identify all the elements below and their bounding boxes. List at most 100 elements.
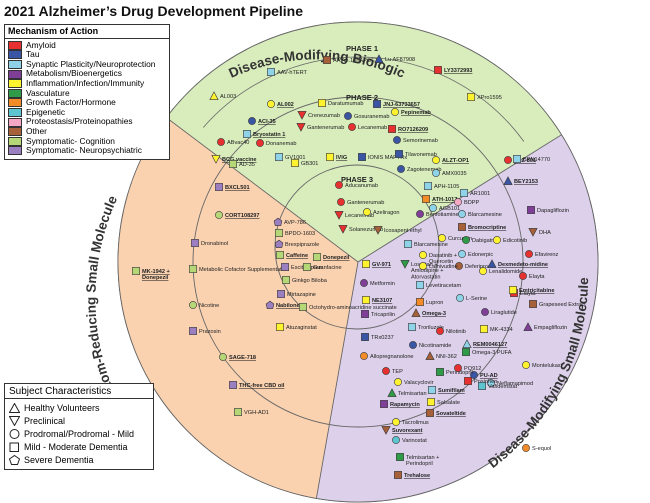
- moa-legend-row: Proteostasis/Proteinopathies: [8, 117, 166, 127]
- drug-label: Perindopril: [406, 461, 433, 467]
- drug-label: SAGE-718: [229, 355, 256, 361]
- triangle-marker-icon: [411, 308, 421, 317]
- drug-label: NNI-362: [436, 354, 457, 360]
- circle-marker-icon: [419, 251, 427, 259]
- circle-marker-icon: [392, 418, 400, 426]
- drug-label: Aducanumab: [345, 183, 378, 189]
- moa-legend-row: Inflammation/Infection/Immunity: [8, 78, 166, 89]
- drug-entry: GV-971: [362, 260, 391, 268]
- circle-marker-icon: [519, 272, 527, 280]
- page-title: 2021 Alzheimer’s Drug Development Pipeli…: [4, 3, 304, 19]
- square-marker-icon: [462, 348, 470, 356]
- drug-label: Levetiracetam: [426, 283, 461, 289]
- drug-entry: Benfotiamine: [416, 210, 459, 218]
- drug-entry: Tricaprilin: [361, 310, 395, 318]
- circle-marker-icon: [256, 139, 264, 147]
- drug-entry: Lamivudine: [419, 262, 458, 270]
- square-marker-icon: [373, 100, 381, 108]
- circle-marker-icon: [454, 198, 462, 206]
- drug-label: L-Serine: [466, 296, 487, 302]
- square-marker-icon: [427, 398, 435, 406]
- drug-label: Telmisartan: [398, 391, 427, 397]
- drug-entry: BXCL501: [215, 183, 250, 191]
- circle-marker-icon: [397, 165, 405, 173]
- drug-label: Edonerpic: [468, 252, 493, 258]
- square-marker-icon: [404, 240, 412, 248]
- square-marker-icon: [480, 325, 488, 333]
- square-marker-icon: [277, 290, 285, 298]
- drug-entry: BPDO-1603: [275, 229, 315, 237]
- drug-label: MK-4334: [490, 327, 513, 333]
- drug-entry: ATH-1017: [422, 195, 457, 203]
- drug-entry: Pepinemab: [391, 108, 431, 116]
- drug-entry: Valacyclovir: [394, 378, 434, 386]
- drug-label: Gantenerumab: [307, 125, 344, 131]
- subject-legend-row: Severe Dementia: [9, 453, 149, 466]
- square-marker-icon: [460, 189, 468, 197]
- square-marker-icon: [388, 125, 396, 133]
- circle-marker-icon: [462, 236, 470, 244]
- drug-label: Omega-3 PUFA: [472, 350, 512, 356]
- moa-legend-row: Growth Factor/Hormone: [8, 98, 166, 108]
- drug-label: ATH-1017: [432, 197, 457, 203]
- phase-2-ring: [192, 96, 524, 428]
- drug-label: Troriluzole: [418, 325, 444, 331]
- drug-label: Nabilone: [276, 303, 300, 309]
- circle-marker-icon: [382, 367, 390, 375]
- square-marker-icon: [281, 263, 289, 271]
- pentagon-marker-icon: [274, 239, 284, 248]
- drug-entry: Blarcamesine: [458, 210, 502, 218]
- sectors: [117, 21, 599, 503]
- circle-marker-icon: [438, 234, 446, 242]
- square-marker-icon: [362, 260, 370, 268]
- drug-label: S-equol: [532, 446, 551, 452]
- circle-marker-icon: [525, 250, 533, 258]
- drug-entry: Nicotinamide: [409, 341, 451, 349]
- moa-swatch: [8, 69, 22, 79]
- square-marker-icon: [395, 150, 403, 158]
- drug-entry: REM0046127: [462, 339, 507, 348]
- square-marker-icon: [291, 159, 299, 167]
- drug-label: AL002: [277, 102, 294, 108]
- circle-marker-icon: [348, 123, 356, 131]
- phase-3-ring: [274, 164, 440, 330]
- pentagon-marker-icon: [273, 217, 283, 226]
- moa-legend-row: Epigenetic: [8, 107, 166, 118]
- square-marker-icon: [527, 206, 535, 214]
- triangle-down-marker-icon: [297, 111, 307, 120]
- drug-label: Valacyclovir: [404, 380, 434, 386]
- drug-label: Curcumin: [448, 236, 472, 242]
- drug-entry: Lupron: [416, 298, 443, 306]
- drug-label: XPro1595: [477, 95, 502, 101]
- drug-label: Liraglutide: [491, 310, 517, 316]
- drug-label: Icosapent ethyl: [384, 228, 422, 234]
- drug-entry: Dasatinib +Quercetin: [419, 251, 457, 265]
- drug-entry: AL002: [267, 100, 294, 108]
- subject-legend-row: Healthy Volunteers: [9, 401, 149, 414]
- sector-biologic-outer: [165, 21, 563, 263]
- circle-marker-icon: [392, 436, 400, 444]
- drug-label: MK-1942 +: [142, 269, 171, 275]
- drug-label: LY3372993: [444, 68, 472, 74]
- drug-label: Caffeine: [286, 253, 308, 259]
- drug-label: Neflamapimod: [497, 381, 533, 387]
- circle-marker-icon: [432, 169, 440, 177]
- moa-swatch: [8, 60, 22, 70]
- drug-label: Donepezil: [142, 275, 169, 281]
- subject-legend-row: Prodromal/Prodromal - Mild: [9, 427, 149, 440]
- drug-entry: VGH-AD1: [234, 408, 269, 416]
- drug-label: Nicotine: [199, 303, 219, 309]
- drug-label: Gantenerumab: [347, 200, 384, 206]
- circle-marker-icon: [481, 308, 489, 316]
- drug-label: DHA: [539, 230, 551, 236]
- subject-legend: Subject Characteristics Healthy Voluntee…: [4, 383, 154, 470]
- drug-entry: L-Serine: [456, 294, 487, 302]
- drug-label: Gosuranemab: [354, 114, 389, 120]
- circle-marker-icon: [189, 301, 197, 309]
- circle-marker-icon: [493, 236, 501, 244]
- drug-label: Nilotinib: [446, 329, 466, 335]
- drug-label: Trehalose: [404, 473, 430, 479]
- drug-label: Suvorexant: [392, 428, 423, 434]
- moa-legend-row: Metabolism/Bioenergetics: [8, 69, 166, 79]
